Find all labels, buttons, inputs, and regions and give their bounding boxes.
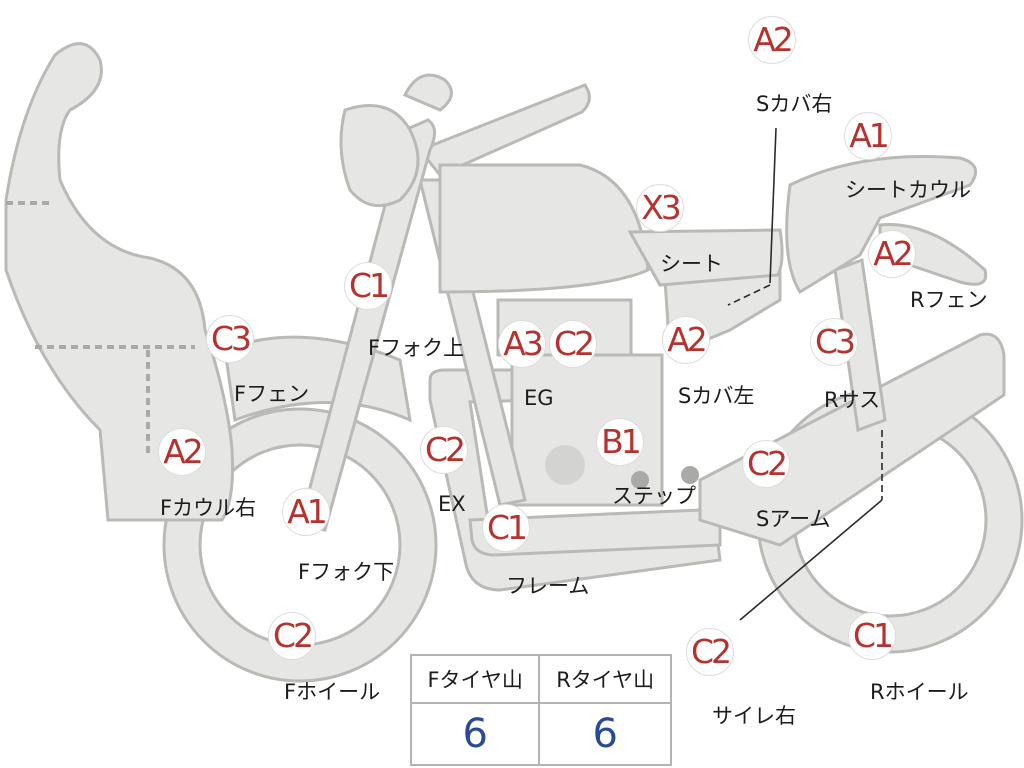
- seat-shape: [627, 228, 784, 287]
- front-wheel-outline-outer: [162, 407, 438, 683]
- fuel-tank-shape: [438, 163, 650, 294]
- tire-table-header-row: Fタイヤ山 Rタイヤ山: [409, 654, 672, 704]
- f-wheel-label: Fホイール: [284, 680, 381, 704]
- frame-grade: C1: [482, 504, 530, 552]
- r-fender-grade: A2: [868, 230, 916, 278]
- front-wheel: [164, 409, 436, 681]
- swing-arm-shape: [698, 332, 1006, 547]
- muffler-right-label: サイレ右: [712, 704, 796, 728]
- s-cover-left-label: Sカバ左: [678, 384, 755, 408]
- frame-label: フレーム: [506, 574, 590, 598]
- muffler-right-grade: C2: [686, 628, 734, 676]
- f-fork-upper-label: Fフォク上: [368, 336, 465, 360]
- swing-arm-label: Sアーム: [756, 507, 831, 531]
- rear-tire-header: Rタイヤ山: [538, 654, 672, 704]
- r-suspension-label: Rサス: [824, 388, 881, 412]
- leader-muffler: [739, 499, 883, 621]
- f-fender-label: Fフェン: [234, 382, 310, 406]
- engine-label: EG: [524, 386, 554, 410]
- seat-cowl-shape: [785, 155, 978, 295]
- f-fork-lower-grade: A1: [282, 488, 330, 536]
- rear-tire-value: 6: [538, 702, 672, 766]
- step-grade: B1: [596, 418, 644, 466]
- tire-tread-table: Fタイヤ山 Rタイヤ山 6 6: [409, 654, 672, 766]
- exhaust-grade: C2: [420, 426, 468, 474]
- f-wheel-grade: C2: [268, 612, 316, 660]
- front-tire-value: 6: [409, 702, 541, 766]
- r-wheel-label: Rホイール: [870, 680, 969, 704]
- f-fork-upper-grade: C1: [344, 262, 392, 310]
- frame-spine-shape: [417, 83, 591, 177]
- mirror-shape: [402, 73, 453, 112]
- headlight-shape: [339, 104, 420, 208]
- f-fork-lower-label: Fフォク下: [298, 560, 395, 584]
- r-suspension-grade: C3: [810, 318, 858, 366]
- seat-cowl-label: シートカウル: [845, 178, 971, 202]
- s-cover-left-grade: A2: [662, 316, 710, 364]
- seat-grade: X3: [636, 184, 684, 232]
- step-peg-left: [631, 471, 649, 489]
- front-tire-header: Fタイヤ山: [409, 654, 541, 704]
- f-cowl-right-grade: A2: [158, 428, 206, 476]
- r-fender-label: Rフェン: [910, 288, 988, 312]
- rear-suspension-shape: [833, 257, 887, 433]
- exhaust-label: EX: [438, 492, 466, 516]
- step-label: ステップ: [612, 484, 696, 508]
- seat-label: シート: [660, 252, 723, 276]
- swing-arm-grade: C2: [742, 440, 790, 488]
- f-fender-grade: C3: [206, 315, 254, 363]
- step-peg-right: [681, 466, 699, 484]
- engine-grade: A3: [498, 320, 546, 368]
- s-cover-right-grade: A2: [748, 16, 796, 64]
- seat-cowl-grade: A1: [844, 112, 892, 160]
- s-cover-right-label: Sカバ右: [756, 92, 833, 116]
- f-cowl-right-label: Fカウル右: [160, 496, 257, 520]
- front-cowl-shape: [4, 42, 235, 522]
- leader-s-cover-right: [769, 127, 777, 284]
- leader-s-cover-right-dash: [727, 284, 771, 306]
- r-wheel-grade: C1: [848, 612, 896, 660]
- tire-table-value-row: 6 6: [409, 702, 672, 766]
- engine-c2-grade: C2: [549, 320, 597, 368]
- engine-cover-shape: [545, 445, 585, 485]
